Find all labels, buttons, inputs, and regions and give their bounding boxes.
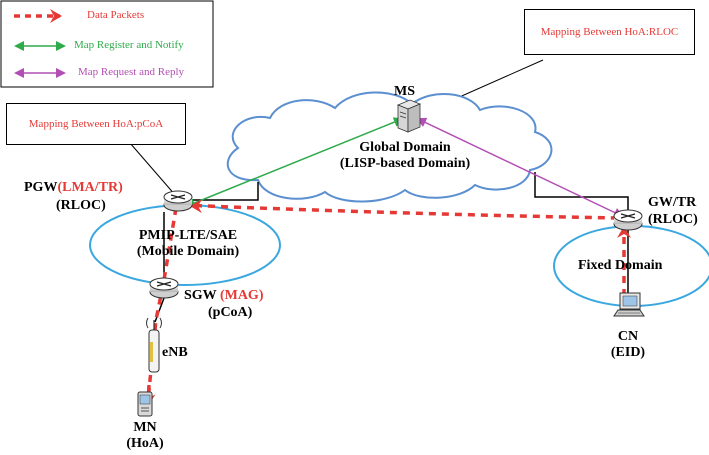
computer-icon [613,292,645,317]
mn-hoa: (HoA) [126,436,164,451]
pmip-domain-subtitle: (Mobile Domain) [136,244,240,259]
global-domain-subtitle: (LISP-based Domain) [339,156,471,171]
pmip-domain-label: PMIP-LTE/SAE (Mobile Domain) [108,228,268,260]
fixed-domain-label: Fixed Domain [578,258,663,273]
cn-eid: (EID) [610,345,646,360]
pmip-domain-title: PMIP-LTE/SAE [138,228,238,243]
pgw-rloc-label: (RLOC) [56,198,106,213]
phone-icon [137,391,153,417]
cn-label: CN (EID) [603,329,653,361]
legend-map-register-label: Map Register and Notify [74,39,184,51]
pgw-role: (LMA/TR) [57,180,123,195]
data-path-pgw-to-gwtr [181,203,617,220]
sgw-label: SGW (MAG) [184,288,263,304]
server-icon [396,99,422,133]
gwtr-rloc-label: (RLOC) [648,212,698,227]
global-domain-title: Global Domain [359,140,451,155]
connector-cloud-gwtr [534,172,629,210]
callout-line-pgw [129,142,177,197]
mn-label: MN (HoA) [120,420,170,452]
global-domain-label: Global Domain (LISP-based Domain) [320,140,490,172]
sgw-name: SGW [184,288,217,303]
router-icon [149,277,179,299]
data-path-mobile-chain [146,207,178,401]
ms-label: MS [394,84,415,99]
cn-name: CN [617,329,639,344]
legend-data-packets-label: Data Packets [87,9,145,21]
mn-name: MN [133,420,157,435]
map-request-arrow [416,117,624,218]
antenna-icon [146,317,162,373]
mapping-hoa-pcoa-note: Mapping Between HoA:pCoA [6,103,186,145]
enb-label: eNB [162,345,188,360]
sgw-pcoa-label: (pCoA) [208,305,253,320]
legend-map-request-label: Map Request and Reply [78,66,185,78]
router-icon [613,209,643,231]
gwtr-label: GW/TR [648,195,697,210]
mapping-hoa-rloc-note: Mapping Between HoA:RLOC [524,9,695,55]
pgw-name: PGW [24,180,58,195]
map-register-arrow [185,117,404,208]
router-icon [163,190,193,212]
sgw-role: (MAG) [219,288,264,303]
pgw-label: PGW(LMA/TR) [24,180,123,196]
connector-sgw-enb [154,297,165,323]
